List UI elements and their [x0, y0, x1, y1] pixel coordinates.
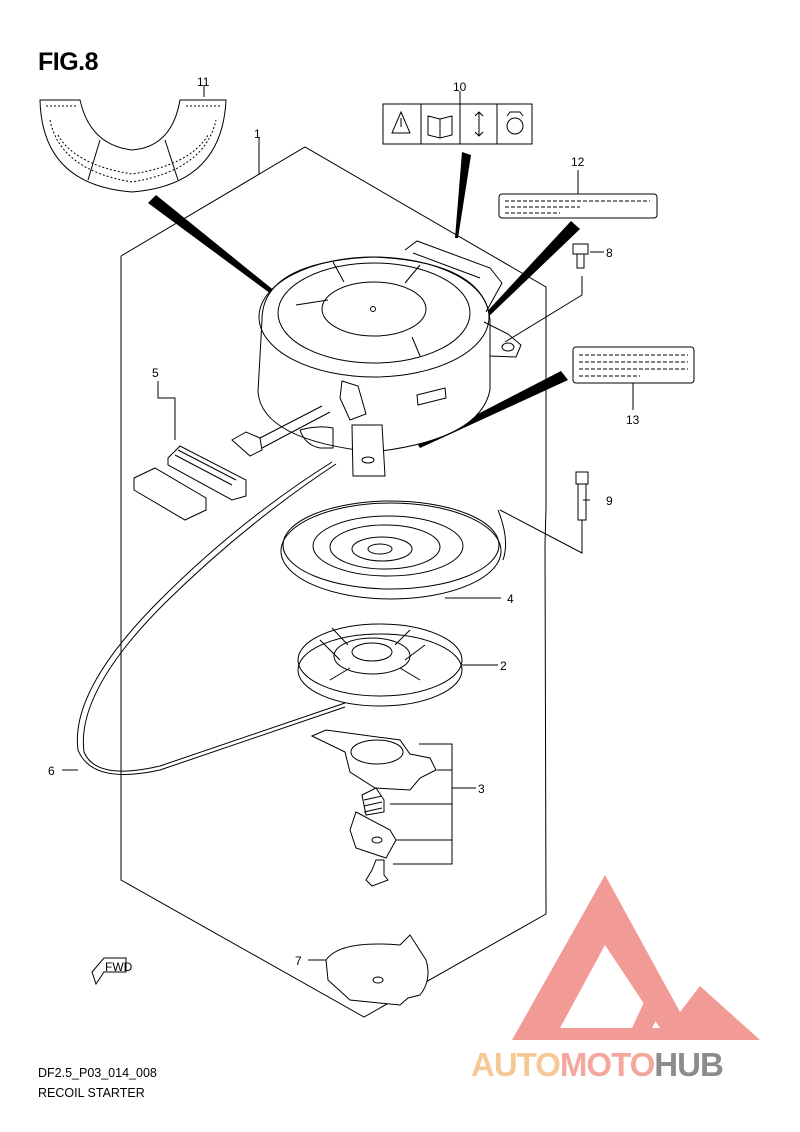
- callout-8: 8: [606, 246, 613, 260]
- callout-leaders: [62, 86, 634, 961]
- watermark-logo-mark: [512, 875, 760, 1040]
- callout-1: 1: [254, 127, 261, 141]
- drawing-name: RECOIL STARTER: [38, 1086, 145, 1100]
- drawing-code: DF2.5_P03_014_008: [38, 1066, 157, 1080]
- callout-12: 12: [571, 155, 585, 169]
- reel-part-2: [297, 623, 463, 707]
- callout-6: 6: [48, 764, 55, 778]
- label-part-13: [572, 346, 695, 384]
- recoil-spring-part-4: [280, 500, 507, 600]
- assembly-box-outline: [120, 146, 547, 1018]
- ratchet-group-part-3: [310, 729, 437, 887]
- fwd-label: FWD: [105, 960, 133, 974]
- callout-4: 4: [507, 592, 514, 606]
- logo-hub: HUB: [654, 1046, 723, 1083]
- callout-5: 5: [152, 366, 159, 380]
- callout-3: 3: [478, 782, 485, 796]
- callout-2: 2: [500, 659, 507, 673]
- plate-part-7: [325, 934, 429, 1006]
- starter-handle-part-5: [133, 405, 331, 521]
- logo-auto: AUTO: [471, 1046, 561, 1083]
- logo-moto: MOTO: [559, 1046, 655, 1083]
- pad-part-11: [39, 99, 227, 193]
- warning-label-part-10: [382, 103, 533, 145]
- fwd-arrow: [91, 957, 127, 986]
- bolt-part-9: [575, 471, 589, 521]
- callout-13: 13: [626, 413, 640, 427]
- figure-title: FIG.8: [38, 48, 99, 76]
- callout-11: 11: [197, 75, 210, 89]
- callout-7: 7: [295, 954, 302, 968]
- callout-9: 9: [606, 494, 613, 508]
- callout-10: 10: [453, 80, 467, 94]
- starter-rope-part-6: [76, 461, 346, 775]
- bolt-part-8: [572, 243, 589, 269]
- watermark-logo-text: AUTOMOTOHUB: [471, 1046, 724, 1084]
- label-part-12: [498, 193, 658, 219]
- starter-housing-part-1: [257, 240, 522, 477]
